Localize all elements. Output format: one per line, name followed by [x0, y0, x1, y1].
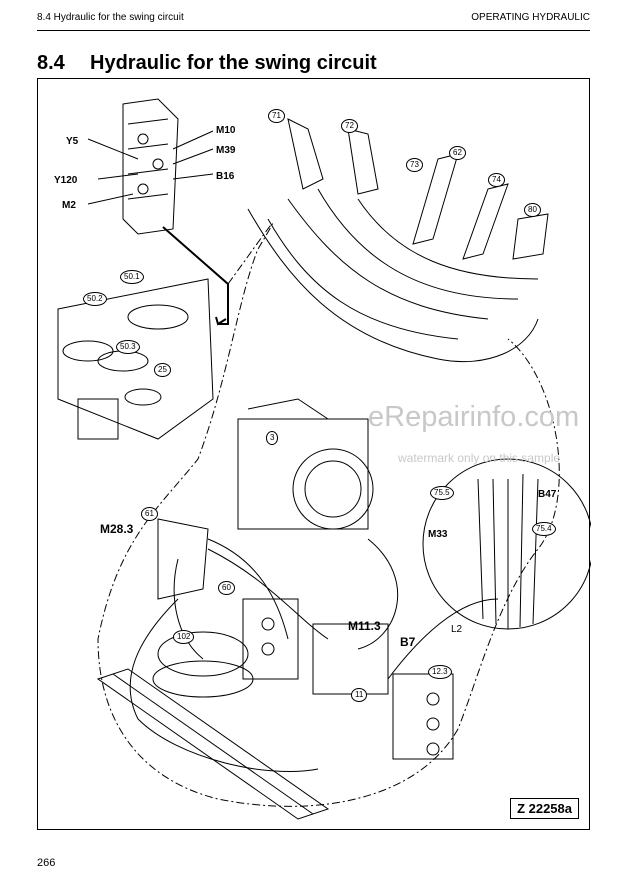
page-header: 8.4 Hydraulic for the swing circuit OPER…: [37, 9, 590, 29]
callout-62: 62: [449, 146, 466, 160]
label-l2: L2: [451, 624, 463, 635]
callout-50-2: 50.2: [83, 292, 107, 306]
callout-75-5: 75.5: [430, 486, 454, 500]
label-m33: M33: [428, 529, 448, 540]
boundary-line: [97, 223, 560, 807]
callout-50-3: 50.3: [116, 340, 140, 354]
label-y5: Y5: [66, 136, 79, 147]
callout-61: 61: [141, 507, 158, 521]
label-m2: M2: [62, 200, 76, 211]
hydraulic-tank: [57, 278, 214, 440]
control-valves: [242, 598, 454, 760]
label-m11-3: M11.3: [348, 619, 381, 633]
label-b16: B16: [216, 171, 235, 182]
label-b7: B7: [400, 635, 416, 649]
watermark-text: eRepairinfo.com: [368, 401, 580, 433]
label-m39: M39: [216, 145, 236, 156]
callout-50-1: 50.1: [120, 270, 144, 284]
watermark-subtext: watermark only on this sample: [398, 451, 561, 465]
figure-reference: Z 22258a: [510, 798, 579, 819]
detail-inset: [422, 458, 591, 630]
section-number: 8.4: [37, 52, 65, 74]
header-section-title: 8.4 Hydraulic for the swing circuit: [37, 12, 184, 23]
flow-arrow: [162, 226, 229, 325]
callout-60: 60: [218, 581, 235, 595]
callout-71: 71: [268, 109, 285, 123]
base-frame: [96, 668, 330, 820]
label-m28-3: M28.3: [100, 522, 134, 536]
section-title: 8.4 Hydraulic for the swing circuit: [37, 52, 377, 75]
swing-motor: [152, 518, 254, 698]
page-number: 266: [37, 857, 56, 869]
valve-block: [122, 98, 179, 235]
label-y120: Y120: [54, 175, 78, 186]
control-pedals: [247, 118, 549, 363]
main-pump: [237, 398, 374, 530]
section-title-text: Hydraulic for the swing circuit: [90, 52, 377, 74]
label-m10: M10: [216, 125, 236, 136]
callout-25: 25: [154, 363, 171, 377]
callout-11: 11: [351, 688, 368, 702]
header-chapter-title: OPERATING HYDRAULIC: [471, 12, 590, 23]
callout-73: 73: [406, 158, 423, 172]
callout-74: 74: [488, 173, 505, 187]
hydraulic-diagram: Y5 Y120 M2 M10 M39 B16 M28.3 M11.3 B7 M3…: [37, 78, 591, 830]
callout-80: 80: [524, 203, 541, 217]
label-b47: B47: [538, 489, 557, 500]
callout-3: 3: [266, 431, 279, 445]
callout-75-4: 75.4: [532, 522, 556, 536]
callout-102: 102: [173, 630, 195, 644]
diagram-drawing: [57, 98, 591, 820]
callout-72: 72: [341, 119, 358, 133]
callout-12-3: 12.3: [428, 665, 452, 679]
header-rule: [37, 30, 590, 31]
